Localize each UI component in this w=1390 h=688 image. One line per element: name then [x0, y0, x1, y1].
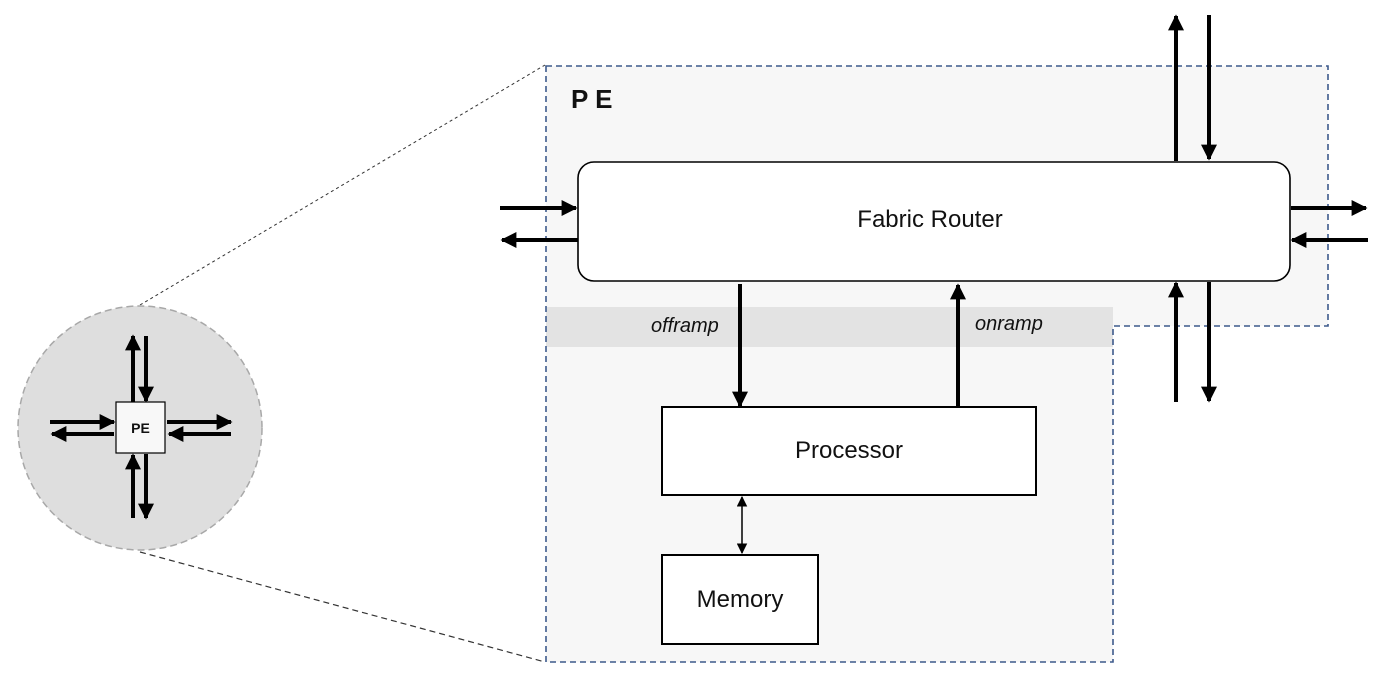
ramp-band — [546, 307, 1113, 347]
zoom-line-bottom — [139, 551, 546, 663]
fabric-router-box — [577, 161, 1291, 282]
zoom-line-top — [139, 64, 546, 306]
pe-border — [545, 65, 1329, 663]
onramp-label: onramp — [975, 313, 1043, 335]
pe-title: P E — [571, 84, 612, 114]
processor-box — [661, 406, 1037, 496]
mini-pe-label: PE — [131, 420, 150, 436]
mini-pe-box — [115, 401, 166, 454]
offramp-label: offramp — [651, 315, 719, 337]
memory-label: Memory — [697, 586, 784, 613]
memory-box — [661, 554, 819, 645]
fabric-router-label: Fabric Router — [857, 206, 1002, 233]
processor-label: Processor — [795, 437, 903, 464]
